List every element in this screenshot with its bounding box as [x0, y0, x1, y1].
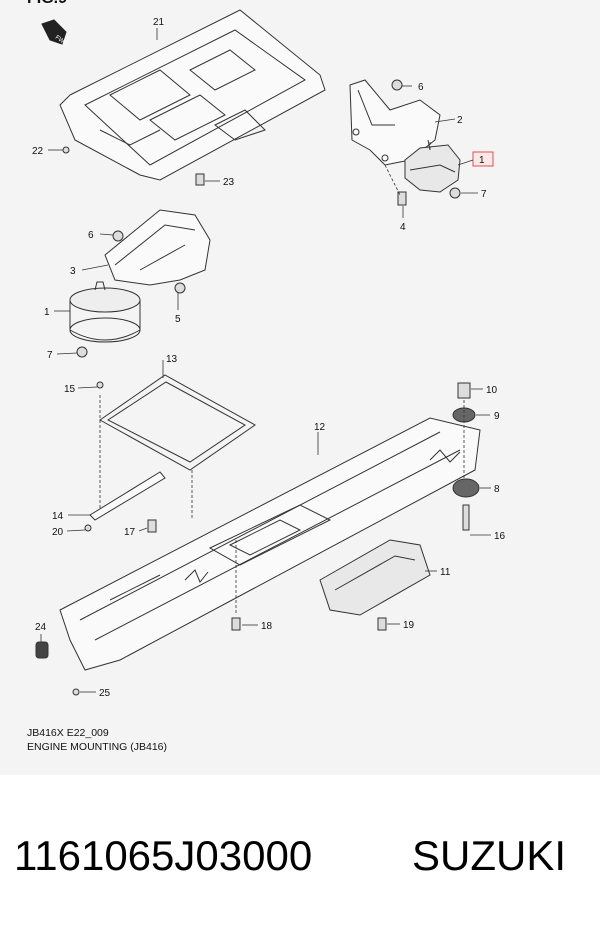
part-14-bar [89, 471, 166, 521]
part-1-engine-mount-left [69, 281, 141, 343]
part-18-bolt [231, 617, 241, 631]
part-7-nut-left [76, 346, 88, 358]
callout-16: 16 [494, 531, 506, 542]
part-11-trans-mount [319, 539, 431, 616]
part-17-bolt [147, 519, 157, 533]
callout-1-top: 1 [479, 155, 485, 166]
part-20-bolt [84, 524, 92, 532]
fwd-arrow-icon: FWD [41, 19, 69, 48]
part-3-bracket [104, 209, 211, 286]
callout-24: 24 [35, 622, 47, 633]
callout-23: 23 [223, 177, 235, 188]
part-23-bolt [195, 173, 205, 186]
part-6-nut-top [391, 79, 403, 91]
callout-3: 3 [70, 266, 76, 277]
callout-9: 9 [494, 411, 500, 422]
part-number: 1161065J03000 [14, 832, 313, 879]
diagram-drawing: FWD [32, 9, 506, 699]
callout-labels: 21 6 2 1 7 4 22 23 6 3 1 5 7 13 15 10 9 … [32, 17, 506, 699]
part-5-bolt [174, 282, 186, 294]
part-4-bolt [397, 191, 407, 206]
part-19-bolt [377, 617, 387, 631]
callout-22: 22 [32, 146, 44, 157]
part-22-bolt [62, 146, 70, 154]
parts-diagram: FIG.9 FWD [0, 0, 600, 775]
figure-name: ENGINE MOUNTING (JB416) [27, 741, 168, 753]
brand-name: SUZUKI [412, 832, 567, 879]
callout-10: 10 [486, 385, 498, 396]
callout-13: 13 [166, 354, 178, 365]
callout-6-top: 6 [418, 82, 424, 93]
part-1-engine-mount [404, 139, 461, 193]
callout-4: 4 [400, 222, 406, 233]
callout-25: 25 [99, 688, 111, 699]
callout-14: 14 [52, 511, 64, 522]
callout-17: 17 [124, 527, 136, 538]
callout-12: 12 [314, 422, 326, 433]
part-25-bolt [72, 688, 80, 696]
callout-7-top: 7 [481, 189, 487, 200]
highlight-box [472, 151, 494, 167]
part-21-skid-plate [59, 9, 326, 181]
callout-20: 20 [52, 527, 64, 538]
leader-lines [40, 28, 491, 693]
callout-18: 18 [261, 621, 273, 632]
figure-title: FIG.9 [27, 0, 67, 8]
callout-7-left: 7 [47, 350, 53, 361]
callout-5: 5 [175, 314, 181, 325]
callout-6-left: 6 [88, 230, 94, 241]
callout-11: 11 [440, 567, 451, 578]
callout-8: 8 [494, 484, 500, 495]
callout-1-left: 1 [44, 307, 50, 318]
figure-code: JB416X E22_009 [27, 727, 109, 739]
part-6-nut-left [112, 230, 124, 242]
part-7-nut-top [449, 187, 461, 199]
part-8-bushing [452, 478, 480, 498]
callout-15: 15 [64, 384, 76, 395]
callout-19: 19 [403, 620, 415, 631]
callout-2: 2 [457, 115, 463, 126]
part-2-bracket [349, 79, 441, 166]
part-13-frame-plate [99, 374, 256, 471]
part-16-bolt [462, 504, 470, 531]
part-10-bolt [457, 382, 471, 399]
part-12-crossmember [59, 417, 481, 671]
part-15-bolt [96, 381, 104, 389]
part-24-stopper [35, 641, 49, 659]
callout-21: 21 [153, 17, 165, 28]
